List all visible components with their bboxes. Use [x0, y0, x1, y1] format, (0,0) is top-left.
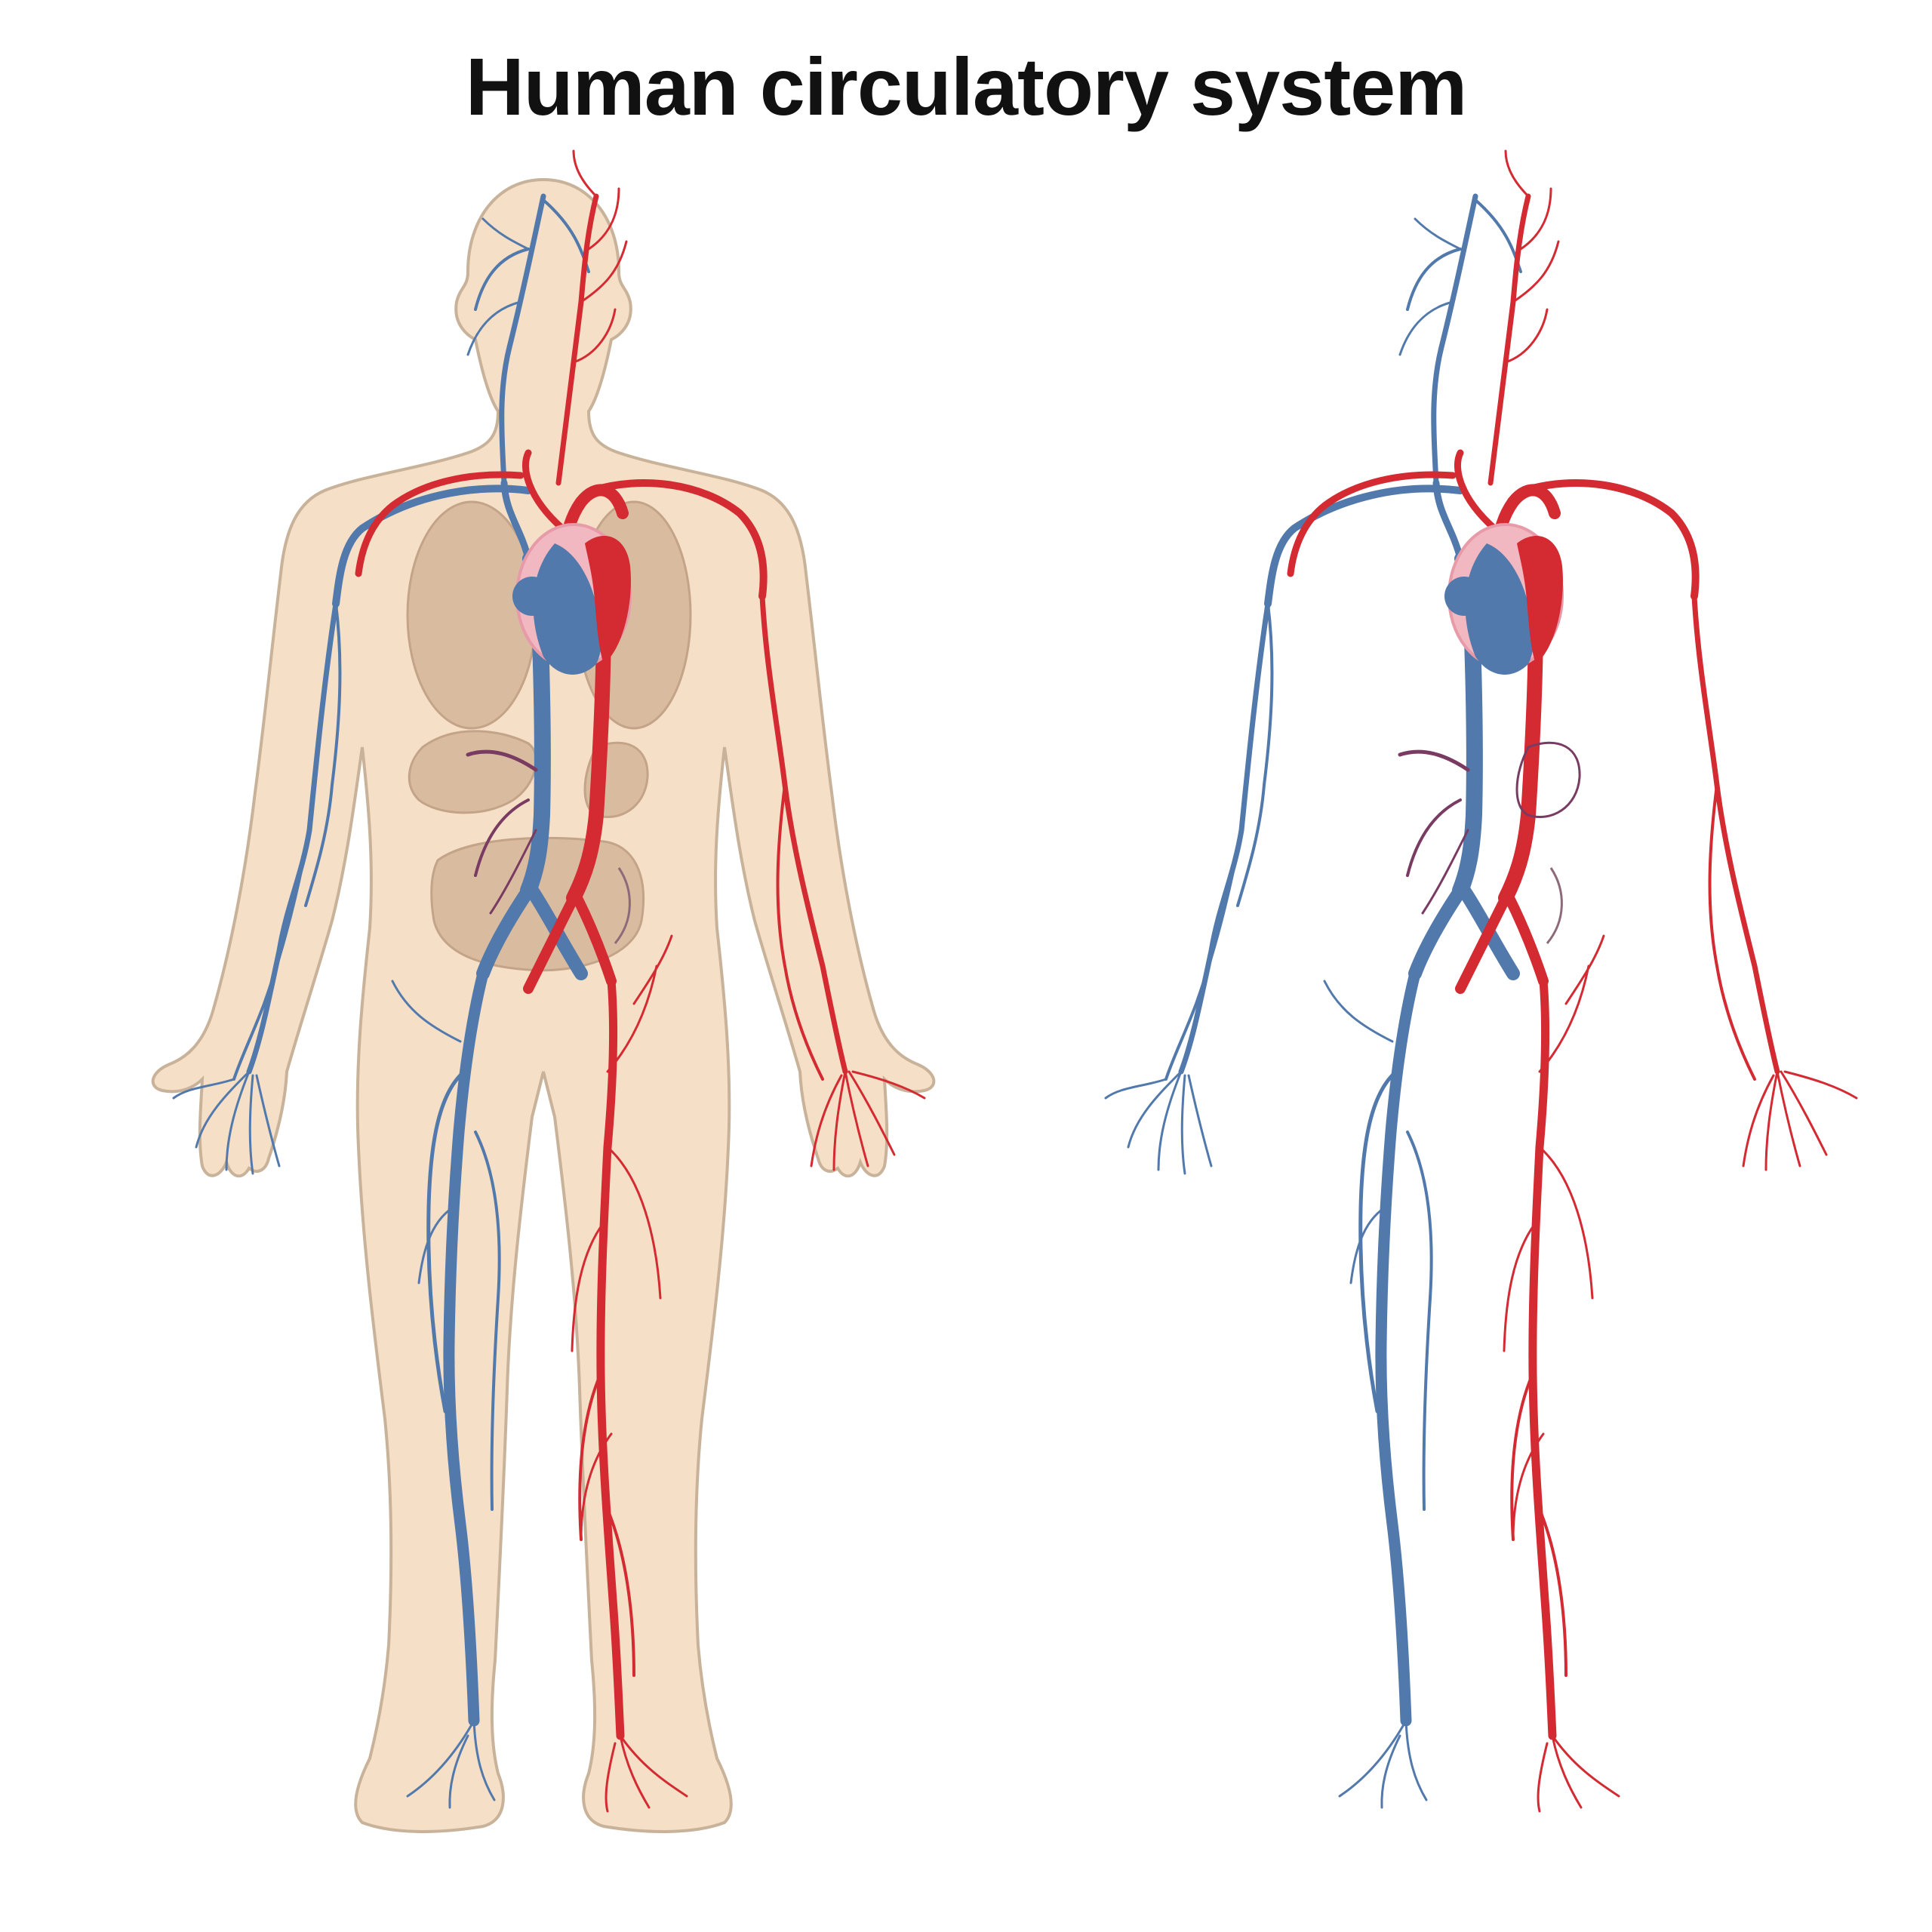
body-silhouette: [151, 177, 936, 1833]
diagram-title: Human circulatory system: [465, 41, 1468, 132]
body-with-organs: [151, 151, 936, 1833]
left-lung: [406, 500, 537, 730]
stomach-outline: [1515, 741, 1581, 819]
liver: [408, 730, 537, 814]
vessels-only: [1106, 151, 1857, 1811]
